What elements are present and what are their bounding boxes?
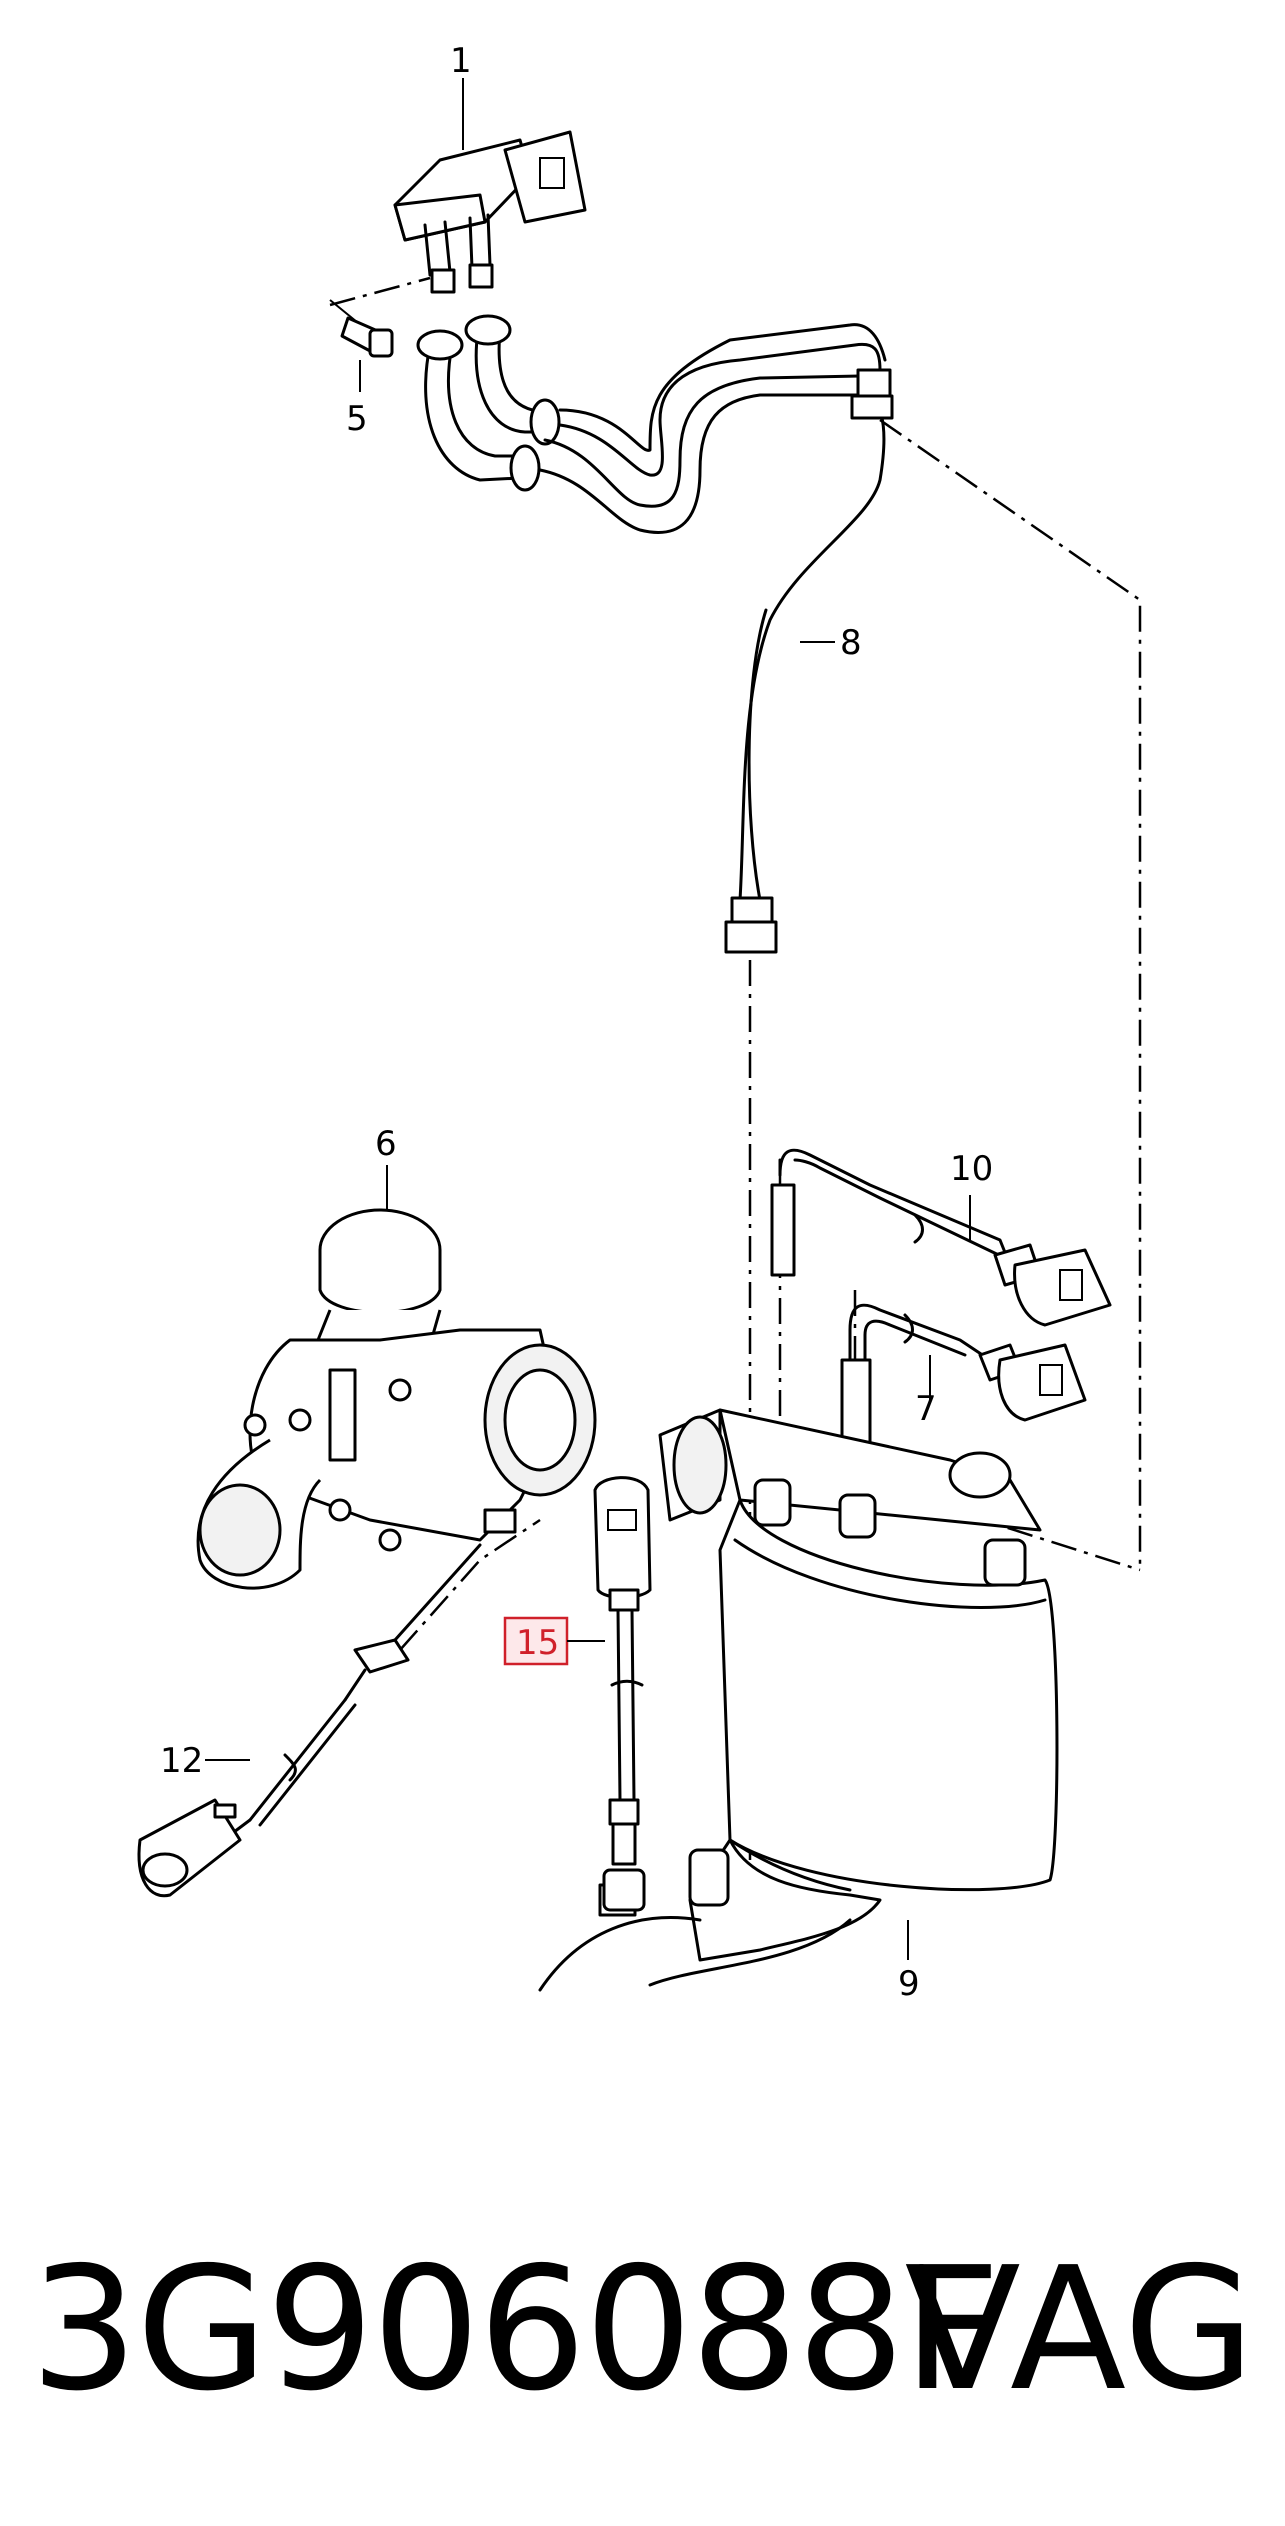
footer: 3G906088F VAG (0, 2215, 1285, 2445)
particulate-filter (538, 1408, 1059, 1992)
temperature-sensor-10 (770, 1148, 1112, 1327)
hoses (416, 314, 561, 492)
bolt (329, 299, 394, 358)
label-5: 5 (346, 399, 368, 439)
exhaust-temperature-sensor (593, 1476, 652, 1912)
temperature-sensor-12 (137, 1543, 482, 1898)
pressure-pipe (538, 323, 894, 954)
label-7: 7 (915, 1389, 937, 1429)
label-8: 8 (840, 623, 862, 663)
pressure-sensor (393, 130, 587, 294)
brand-name: VAG (904, 2231, 1255, 2429)
label-15: 15 (516, 1623, 559, 1663)
label-1: 1 (450, 41, 472, 81)
label-9: 9 (898, 1964, 920, 2004)
turbocharger (196, 1208, 597, 1590)
label-12: 12 (160, 1741, 203, 1781)
temperature-sensor-7 (840, 1303, 1087, 1472)
part-number: 3G906088F (30, 2231, 1001, 2429)
label-6: 6 (375, 1124, 397, 1164)
label-10: 10 (950, 1149, 993, 1189)
